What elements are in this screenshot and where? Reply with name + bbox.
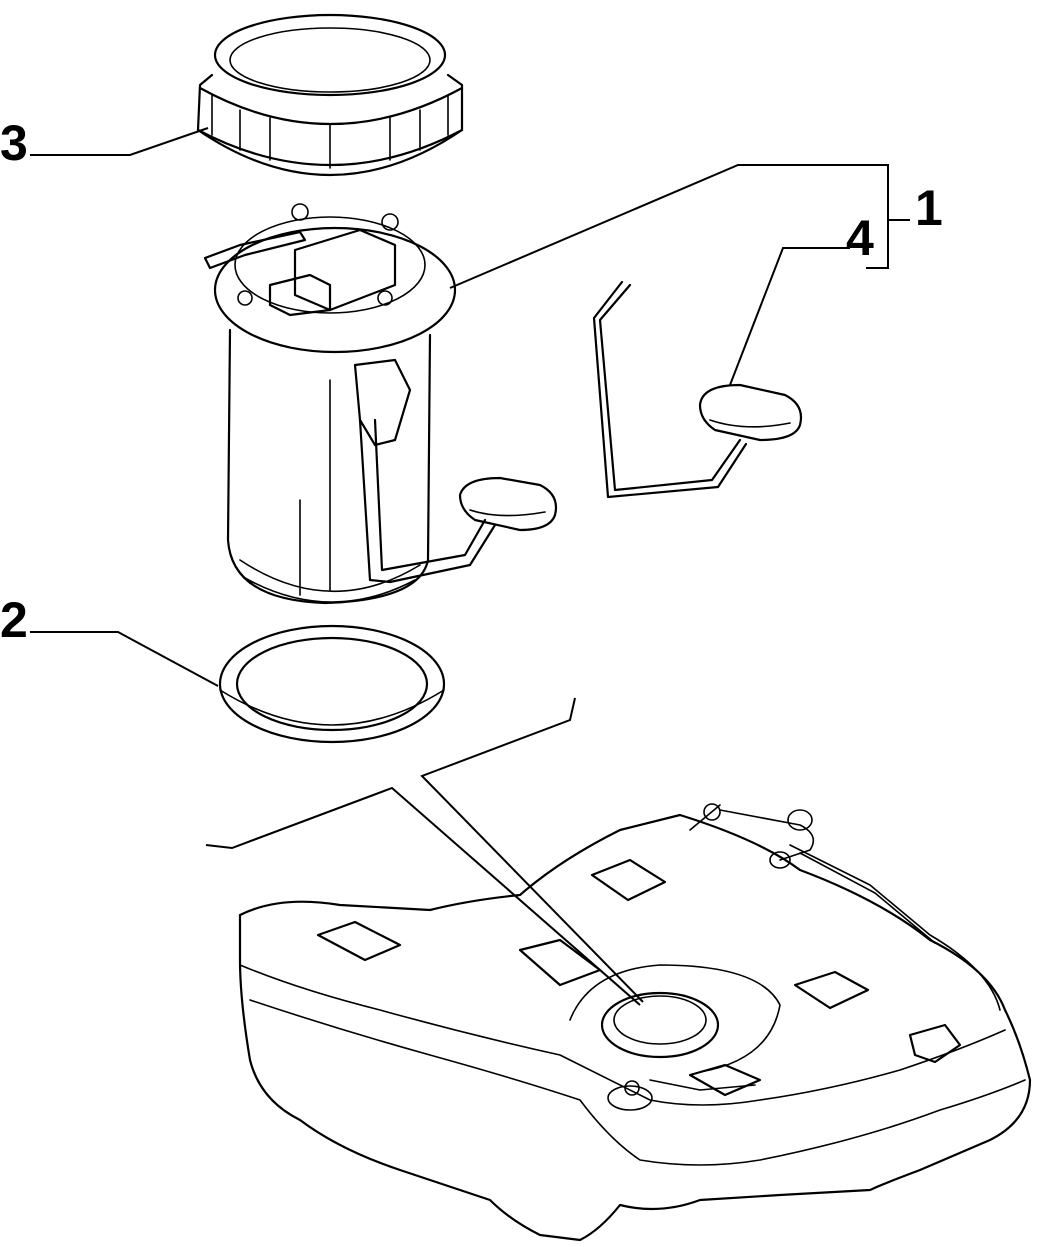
leader-line-3 bbox=[30, 127, 209, 156]
level-sender-float bbox=[592, 280, 803, 499]
fuel-pump-module bbox=[203, 203, 558, 605]
fuel-tank bbox=[238, 803, 1032, 1242]
callout-2: 2 bbox=[0, 592, 28, 648]
assembly-guide-lines bbox=[205, 697, 644, 1006]
leader-line-2 bbox=[30, 631, 219, 687]
callout-1: 1 bbox=[915, 180, 943, 236]
leader-line-1 bbox=[449, 164, 888, 289]
callout-4: 4 bbox=[846, 210, 874, 266]
seal-gasket bbox=[218, 624, 446, 744]
callouts: 3 2 1 4 bbox=[0, 115, 943, 648]
callout-3: 3 bbox=[0, 115, 28, 171]
locking-ring-nut bbox=[196, 13, 464, 177]
leader-lines bbox=[30, 127, 910, 687]
leader-line-4 bbox=[729, 247, 850, 386]
bracket-1-4 bbox=[866, 164, 910, 269]
